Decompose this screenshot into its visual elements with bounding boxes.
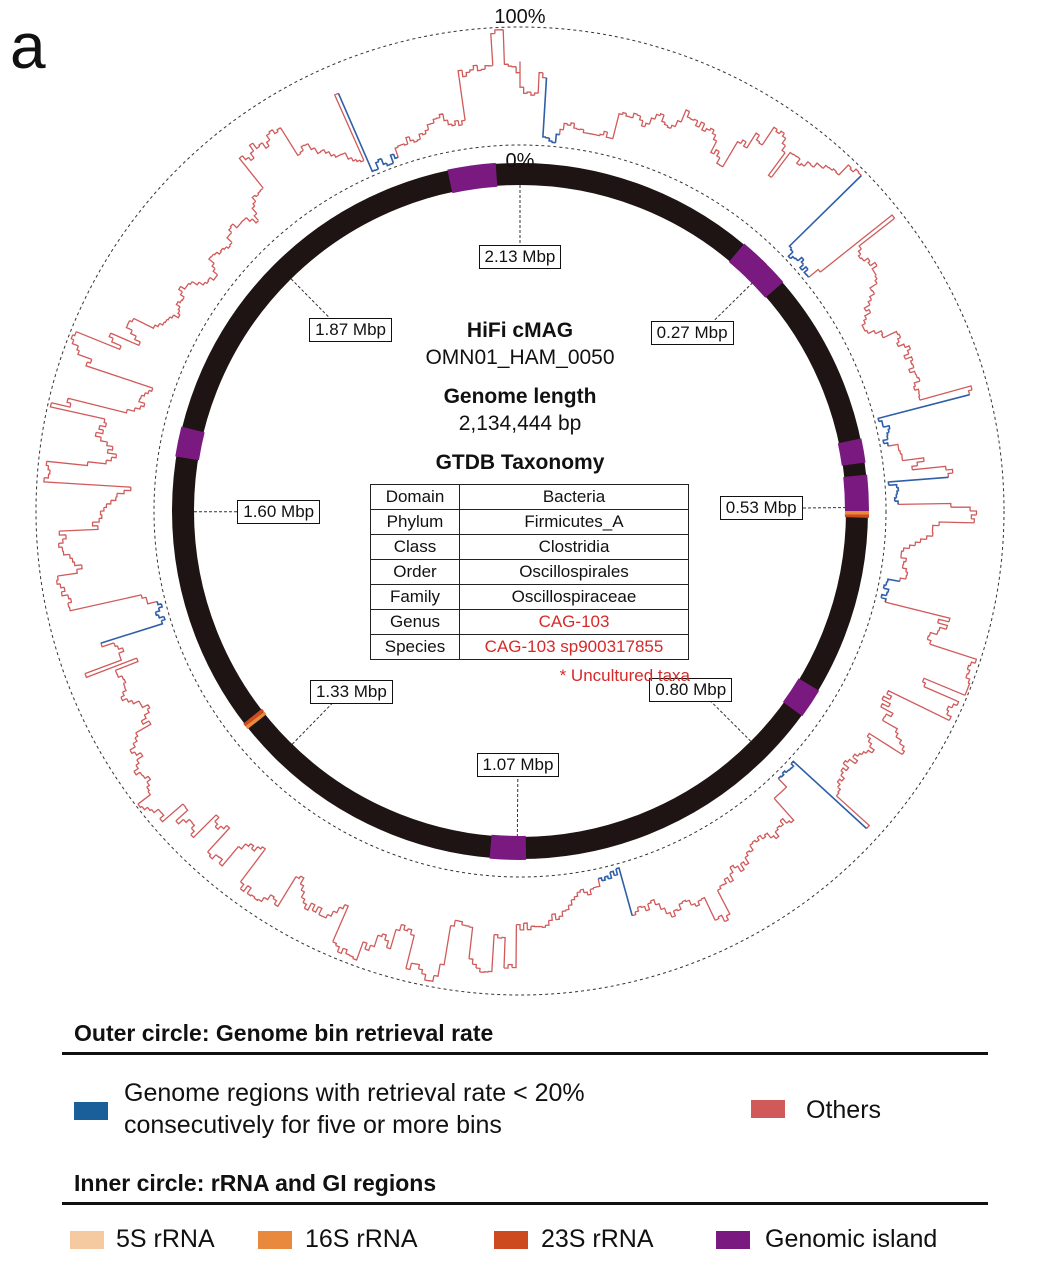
tick-line	[291, 700, 335, 745]
label-23s: 23S rRNA	[541, 1225, 654, 1253]
uncultured-note: * Uncultured taxa	[559, 666, 690, 685]
label-gi: Genomic island	[765, 1225, 938, 1253]
legend-rule-2	[62, 1202, 988, 1205]
taxonomy-name: Oscillospiraceae	[459, 584, 689, 610]
length-value: 2,134,444 bp	[458, 412, 582, 435]
tick-label: 1.33 Mbp	[309, 680, 393, 705]
legend-inner-title: Inner circle: rRNA and GI regions	[74, 1170, 437, 1196]
length-title: Genome length	[443, 385, 597, 408]
taxonomy-rank: Species	[370, 634, 460, 660]
taxonomy-name: Oscillospirales	[459, 559, 689, 585]
legend-outer-title: Outer circle: Genome bin retrieval rate	[74, 1020, 494, 1046]
genomic-island	[843, 474, 869, 518]
others-swatch	[751, 1100, 785, 1118]
taxonomy-rank: Genus	[370, 609, 460, 635]
genome-id: OMN01_HAM_0050	[425, 346, 615, 369]
tick-label: 0.53 Mbp	[719, 496, 803, 521]
rrna-16S	[245, 711, 267, 730]
taxonomy-rank: Family	[370, 584, 460, 610]
genome-circle-plot	[35, 26, 1005, 996]
taxonomy-name: Bacteria	[459, 484, 689, 510]
low-retrieval-label-2: consecutively for five or more bins	[124, 1111, 502, 1139]
legend-rule-1	[62, 1052, 988, 1055]
rrna-23S	[243, 708, 265, 727]
taxonomy-name: CAG-103	[459, 609, 689, 635]
genomic-island	[837, 438, 866, 466]
swatch-gi	[716, 1231, 750, 1249]
center-info: HiFi cMAG OMN01_HAM_0050 Genome length 2…	[360, 318, 680, 476]
low-retrieval-swatch	[74, 1102, 108, 1120]
taxonomy-name: Firmicutes_A	[459, 509, 689, 535]
low-retrieval-label-1: Genome regions with retrieval rate < 20%	[124, 1079, 585, 1107]
rrna-marks	[243, 510, 870, 730]
tick-line	[290, 278, 334, 322]
tick-line	[707, 698, 752, 742]
tick-label: 2.13 Mbp	[478, 245, 562, 270]
taxonomy-rank: Class	[370, 534, 460, 560]
genomic-island-arcs	[175, 162, 869, 860]
outer-100-guide	[35, 26, 1005, 996]
others-label: Others	[806, 1096, 882, 1124]
panel-letter: a	[10, 10, 46, 82]
outer-max-label: 100%	[494, 6, 546, 28]
retrieval-trace-low	[100, 77, 970, 916]
genomic-island	[447, 162, 498, 194]
tick-label: 0.27 Mbp	[650, 321, 734, 346]
outer-min-label: 0%	[505, 150, 535, 172]
taxonomy-title: GTDB Taxonomy	[435, 451, 605, 474]
genomic-island	[175, 426, 205, 461]
taxonomy-name: Clostridia	[459, 534, 689, 560]
retrieval-trace-others	[43, 29, 978, 983]
genomic-island	[745, 259, 784, 298]
taxonomy-rank: Order	[370, 559, 460, 585]
tick-label: 1.07 Mbp	[476, 752, 560, 777]
tick-label: 1.87 Mbp	[309, 318, 392, 343]
outer-0-guide	[153, 144, 887, 878]
swatch-16s	[258, 1231, 292, 1249]
tick-line	[709, 282, 754, 326]
taxonomy-rank: Domain	[370, 484, 460, 510]
genomic-island	[489, 834, 527, 860]
label-5s: 5S rRNA	[116, 1225, 215, 1253]
tick-label: 0.80 Mbp	[649, 678, 733, 703]
retrieval-rate-trace	[43, 29, 978, 983]
swatch-5s	[70, 1231, 104, 1249]
tick-lines	[193, 185, 846, 837]
genomic-island	[782, 678, 820, 717]
taxonomy-name: CAG-103 sp900317855	[459, 634, 689, 660]
tick-label: 1.60 Mbp	[237, 499, 321, 524]
genome-title: HiFi cMAG	[466, 319, 574, 342]
tick-line	[785, 507, 846, 509]
taxonomy-rank: Phylum	[370, 509, 460, 535]
swatch-23s	[494, 1231, 528, 1249]
label-16s: 16S rRNA	[305, 1225, 418, 1253]
